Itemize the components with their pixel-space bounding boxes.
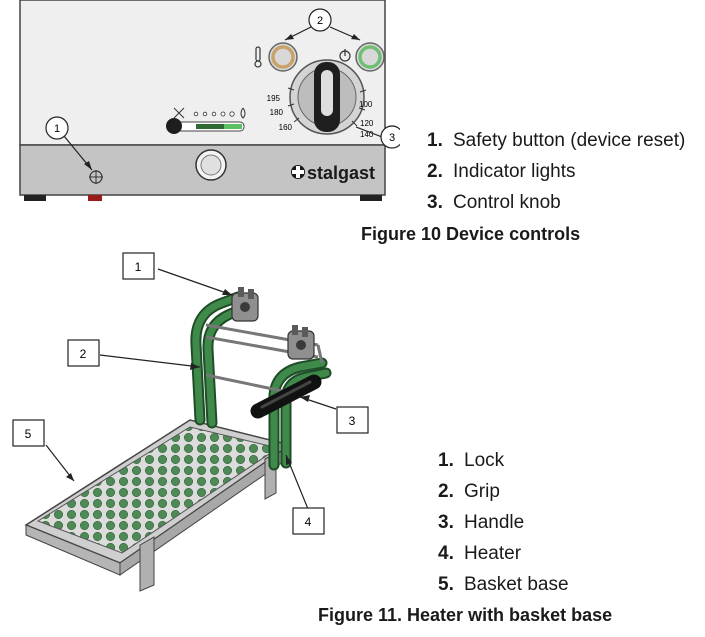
- power-icon: [339, 49, 351, 62]
- level-slider-indicator: [166, 107, 246, 134]
- dial-label-160: 160: [279, 123, 293, 132]
- drop-icon: [240, 107, 246, 119]
- safety-reset-button: [89, 170, 103, 184]
- control-knob: 195 180 160 100 120 140: [267, 59, 374, 139]
- svg-text:5: 5: [25, 427, 32, 441]
- legend-item: 4.Heater: [438, 543, 522, 564]
- indicator-light-heating: [268, 42, 298, 72]
- callout-circle-1: [45, 116, 69, 140]
- callout-3: 3: [389, 132, 395, 144]
- svg-text:2: 2: [80, 347, 87, 361]
- callout-box-4: 4: [292, 507, 325, 535]
- dial-label-120: 120: [360, 119, 374, 128]
- brand-name: stalgast: [307, 163, 375, 183]
- dial-label-140: 140: [360, 130, 374, 139]
- device-control-panel-illustration: 195 180 160 100 120 140: [19, 0, 400, 201]
- callout-box-1: 1: [122, 252, 155, 280]
- lock-right: [287, 325, 315, 360]
- dial-label-180: 180: [270, 108, 284, 117]
- legend-item: 2.Indicator lights: [427, 161, 576, 182]
- callout-1: 1: [54, 123, 60, 135]
- legend-item: 2.Grip: [438, 481, 500, 502]
- svg-text:4: 4: [305, 515, 312, 529]
- legend-item: 3.Control knob: [427, 192, 561, 213]
- callout-2: 2: [317, 15, 323, 27]
- callout-box-3: 3: [336, 406, 369, 434]
- stalgast-logo-icon: [291, 165, 305, 179]
- legend-item: 5.Basket base: [438, 574, 569, 595]
- basket-base: [24, 419, 292, 592]
- figure-11-caption: Figure 11. Heater with basket base: [318, 605, 613, 625]
- front-knob: [195, 149, 227, 181]
- legend-item: 3.Handle: [438, 512, 525, 533]
- heater-basket-illustration: 1 2 3 4 5: [12, 252, 369, 592]
- device-controls-legend: 1.Safety button (device reset) 2.Indicat…: [427, 125, 685, 218]
- indicator-light-power: [355, 42, 385, 72]
- no-oil-icon: [173, 107, 185, 119]
- callout-box-2: 2: [67, 339, 100, 367]
- callout-circle-3: [380, 125, 400, 149]
- callout-box-5: 5: [12, 419, 45, 447]
- heater-handle: [250, 374, 322, 419]
- legend-item: 1.Safety button (device reset): [427, 130, 686, 151]
- lock-left: [231, 287, 259, 322]
- thermometer-icon: [254, 46, 262, 68]
- legend-item: 1.Lock: [438, 450, 505, 471]
- dial-label-100: 100: [359, 100, 373, 109]
- callout-circle-2: [308, 8, 332, 32]
- dial-label-195: 195: [267, 94, 281, 103]
- svg-text:1: 1: [135, 260, 142, 274]
- heater-legend: 1.Lock 2.Grip 3.Handle 4.Heater 5.Basket…: [438, 445, 569, 600]
- figure-10-caption: Figure 10 Device controls: [361, 224, 581, 244]
- svg-text:3: 3: [349, 414, 356, 428]
